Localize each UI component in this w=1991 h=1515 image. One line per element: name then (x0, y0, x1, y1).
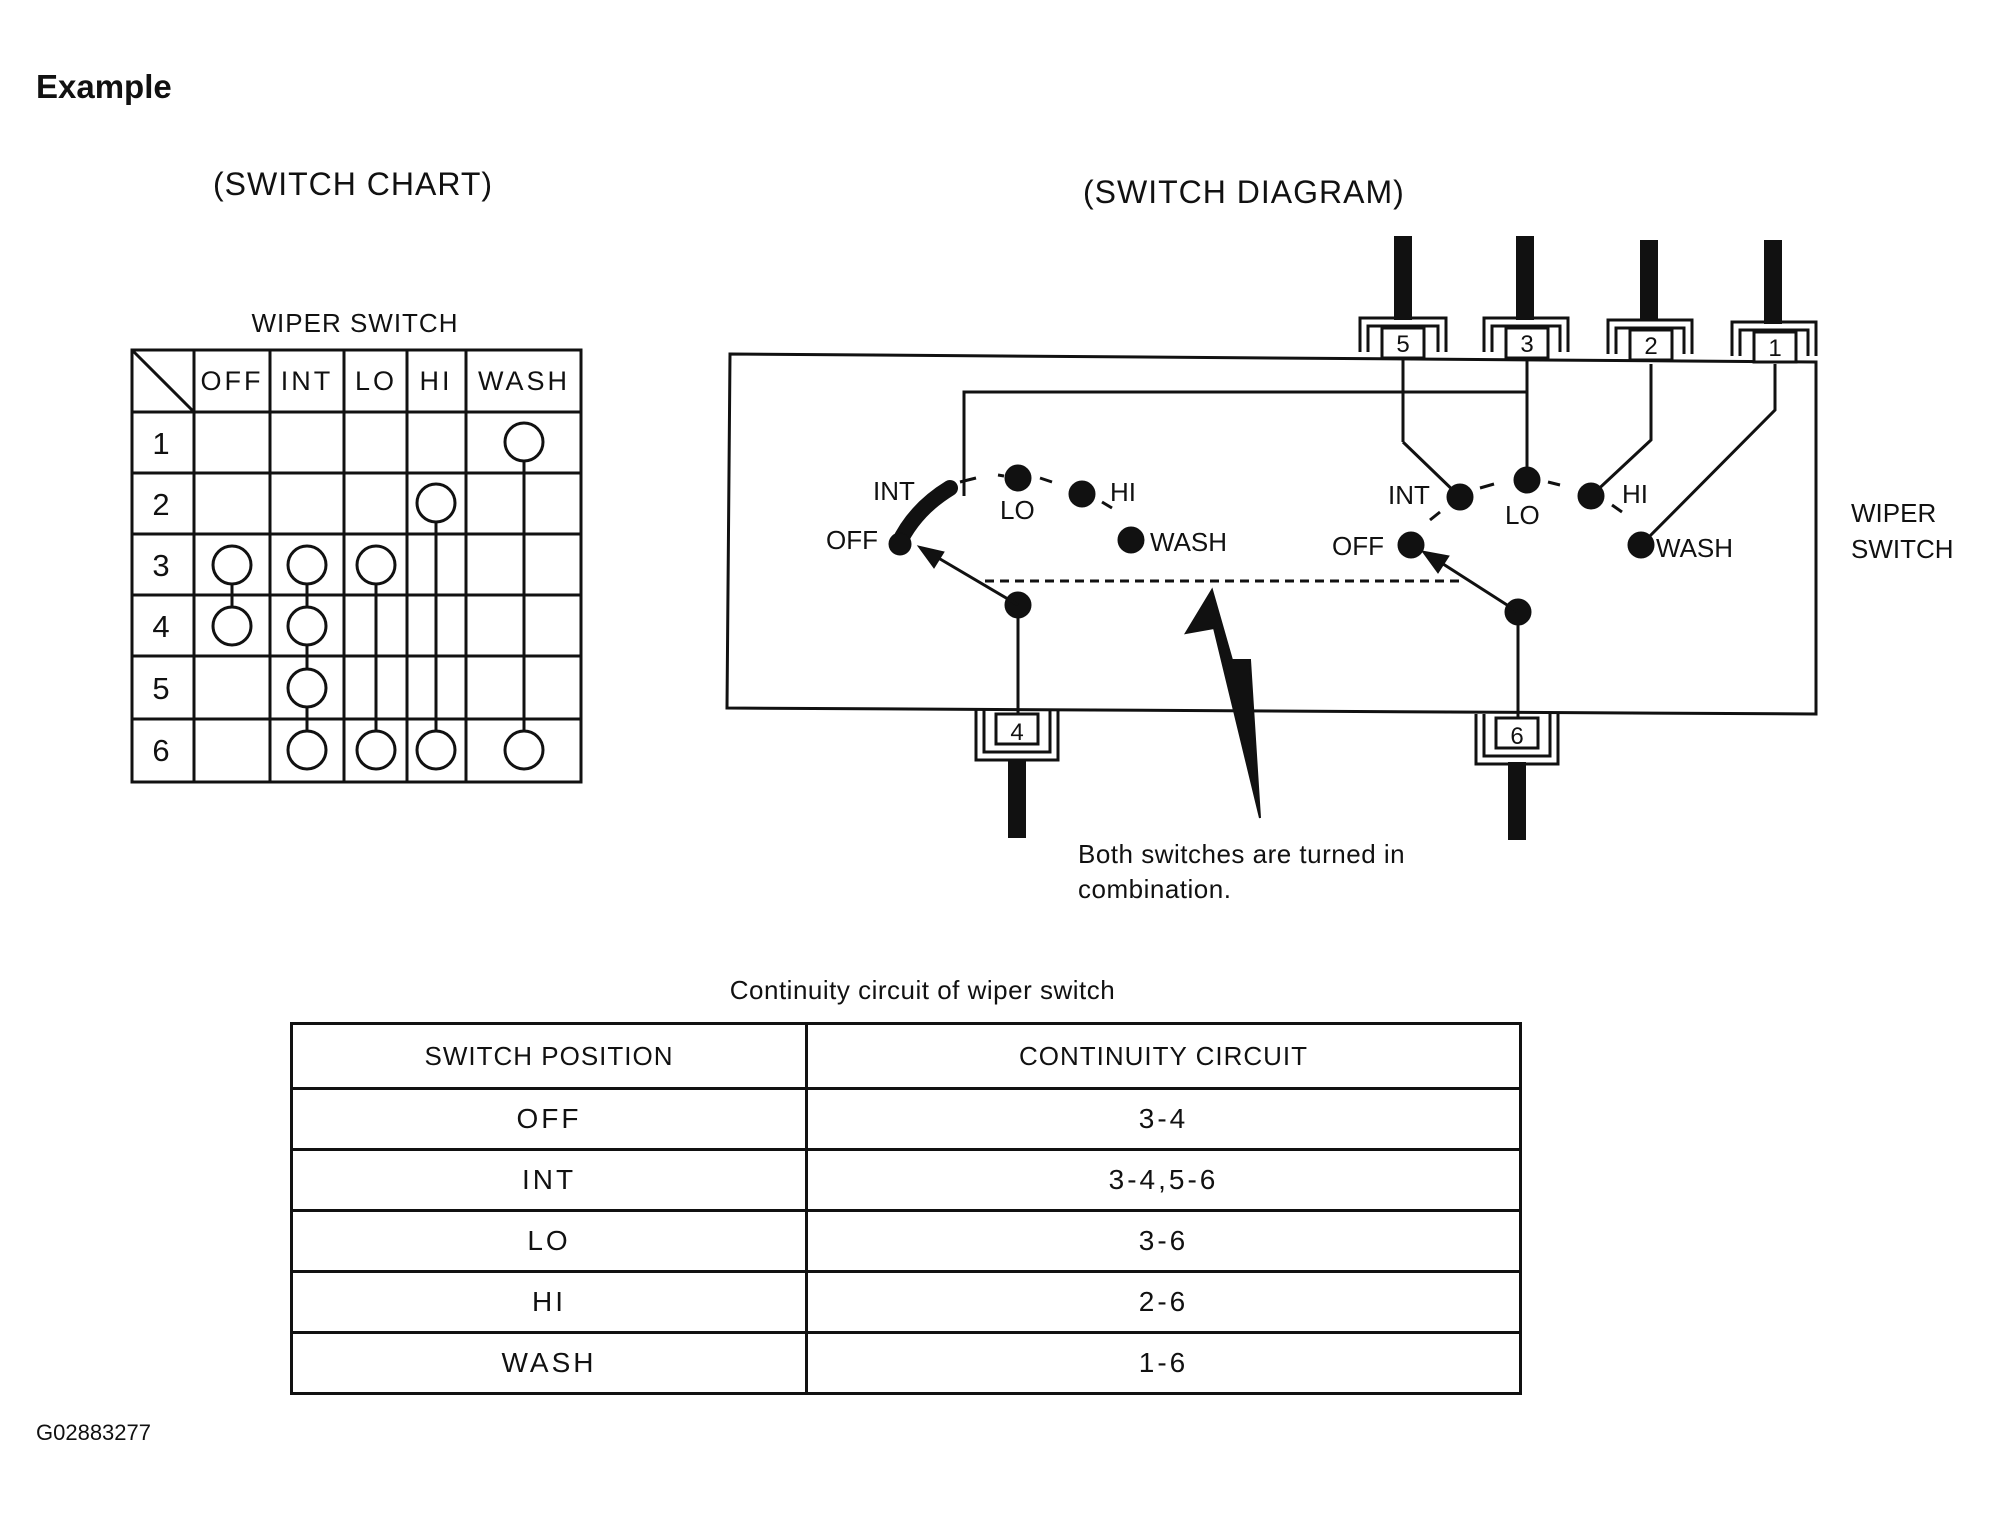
chart-col-hi: HI (420, 366, 453, 396)
position-cell: OFF (290, 1087, 808, 1151)
top-connectors (1358, 316, 1818, 364)
chart-title: WIPER SWITCH (252, 308, 459, 338)
position-cell: INT (290, 1148, 808, 1212)
header-switch-position: SWITCH POSITION (290, 1022, 808, 1090)
circuit-cell: 1-6 (805, 1331, 1522, 1395)
chart-row-3: 3 (152, 548, 169, 583)
note-line1: Both switches are turned in (1078, 839, 1405, 869)
position-cell: HI (290, 1270, 808, 1334)
left-switch (888, 464, 1145, 619)
connection-node-lo-3 (355, 544, 397, 586)
left-lo-label: LO (1000, 495, 1035, 525)
bottom-connectors (974, 710, 1560, 766)
circuit-cell: 3-6 (805, 1209, 1522, 1273)
terminal-3-label: 3 (1520, 331, 1533, 358)
circuit-cell: 3-4 (805, 1087, 1522, 1151)
chart-row-4: 4 (152, 609, 169, 644)
continuity-table: SWITCH POSITION CONTINUITY CIRCUIT OFF 3… (290, 1022, 1522, 1395)
chart-col-off: OFF (201, 366, 264, 396)
right-off-label: OFF (1332, 531, 1384, 561)
chart-row-6: 6 (152, 733, 169, 768)
connection-node-int-6 (286, 729, 328, 771)
table-row: INT 3-4,5-6 (290, 1148, 1522, 1212)
position-cell: LO (290, 1209, 808, 1273)
table-row: WASH 1-6 (290, 1331, 1522, 1395)
corner-diagonal (130, 348, 196, 414)
connection-node-int-4 (286, 605, 328, 647)
left-off-label: OFF (826, 525, 878, 555)
connection-node-int-5 (286, 667, 328, 709)
table-row: LO 3-6 (290, 1209, 1522, 1273)
left-wash-label: WASH (1150, 527, 1227, 557)
connection-node-off-3 (211, 544, 253, 586)
chart-row-1: 1 (152, 426, 169, 461)
chart-col-wash: WASH (478, 366, 570, 396)
chart-grid (130, 348, 583, 784)
terminal-6-label: 6 (1510, 723, 1523, 750)
connection-node-int-3 (286, 544, 328, 586)
table-row: OFF 3-4 (290, 1087, 1522, 1151)
header-continuity-circuit: CONTINUITY CIRCUIT (805, 1022, 1522, 1090)
terminal-1-label: 1 (1768, 335, 1781, 362)
connection-node-wash-6 (503, 729, 545, 771)
wiper-switch-label-line1: WIPER (1851, 498, 1936, 528)
switch-chart: WIPER SWITCH OFF INT LO HI WASH 1 2 (130, 308, 583, 784)
left-int-label: INT (873, 476, 915, 506)
page-title: Example (36, 68, 172, 105)
note-line2: combination. (1078, 874, 1231, 904)
connection-node-wash-1 (503, 421, 545, 463)
chart-row-2: 2 (152, 487, 169, 522)
terminal-5-label: 5 (1396, 331, 1409, 358)
left-hi-label: HI (1110, 477, 1136, 507)
right-switch (1397, 466, 1655, 626)
position-cell: WASH (290, 1331, 808, 1395)
chart-row-5: 5 (152, 671, 169, 706)
switch-housing (725, 352, 1818, 716)
right-wash-label: WASH (1656, 533, 1733, 563)
switch-chart-heading: (SWITCH CHART) (213, 166, 494, 202)
right-lo-label: LO (1505, 500, 1540, 530)
chart-connections (211, 421, 545, 771)
internal-wiring (962, 360, 1777, 718)
pointer-arrow (1184, 587, 1261, 819)
switch-diagram-heading: (SWITCH DIAGRAM) (1083, 174, 1405, 210)
circuit-cell: 2-6 (805, 1270, 1522, 1334)
switch-diagram: 5 3 2 1 4 6 (725, 236, 1954, 904)
circuit-cell: 3-4,5-6 (805, 1148, 1522, 1212)
connection-node-lo-6 (355, 729, 397, 771)
figure-id: G02883277 (36, 1420, 151, 1445)
top-wires (1008, 236, 1782, 840)
terminal-2-label: 2 (1644, 333, 1657, 360)
connection-node-off-4 (211, 605, 253, 647)
chart-col-int: INT (281, 366, 334, 396)
right-int-label: INT (1388, 480, 1430, 510)
chart-col-lo: LO (355, 366, 397, 396)
connection-node-hi-2 (415, 482, 457, 524)
connection-node-hi-6 (415, 729, 457, 771)
wiper-switch-label-line2: SWITCH (1851, 534, 1954, 564)
table-header-row: SWITCH POSITION CONTINUITY CIRCUIT (290, 1022, 1522, 1090)
right-hi-label: HI (1622, 479, 1648, 509)
table-row: HI 2-6 (290, 1270, 1522, 1334)
table-caption: Continuity circuit of wiper switch (729, 975, 1116, 1005)
terminal-4-label: 4 (1010, 719, 1023, 746)
